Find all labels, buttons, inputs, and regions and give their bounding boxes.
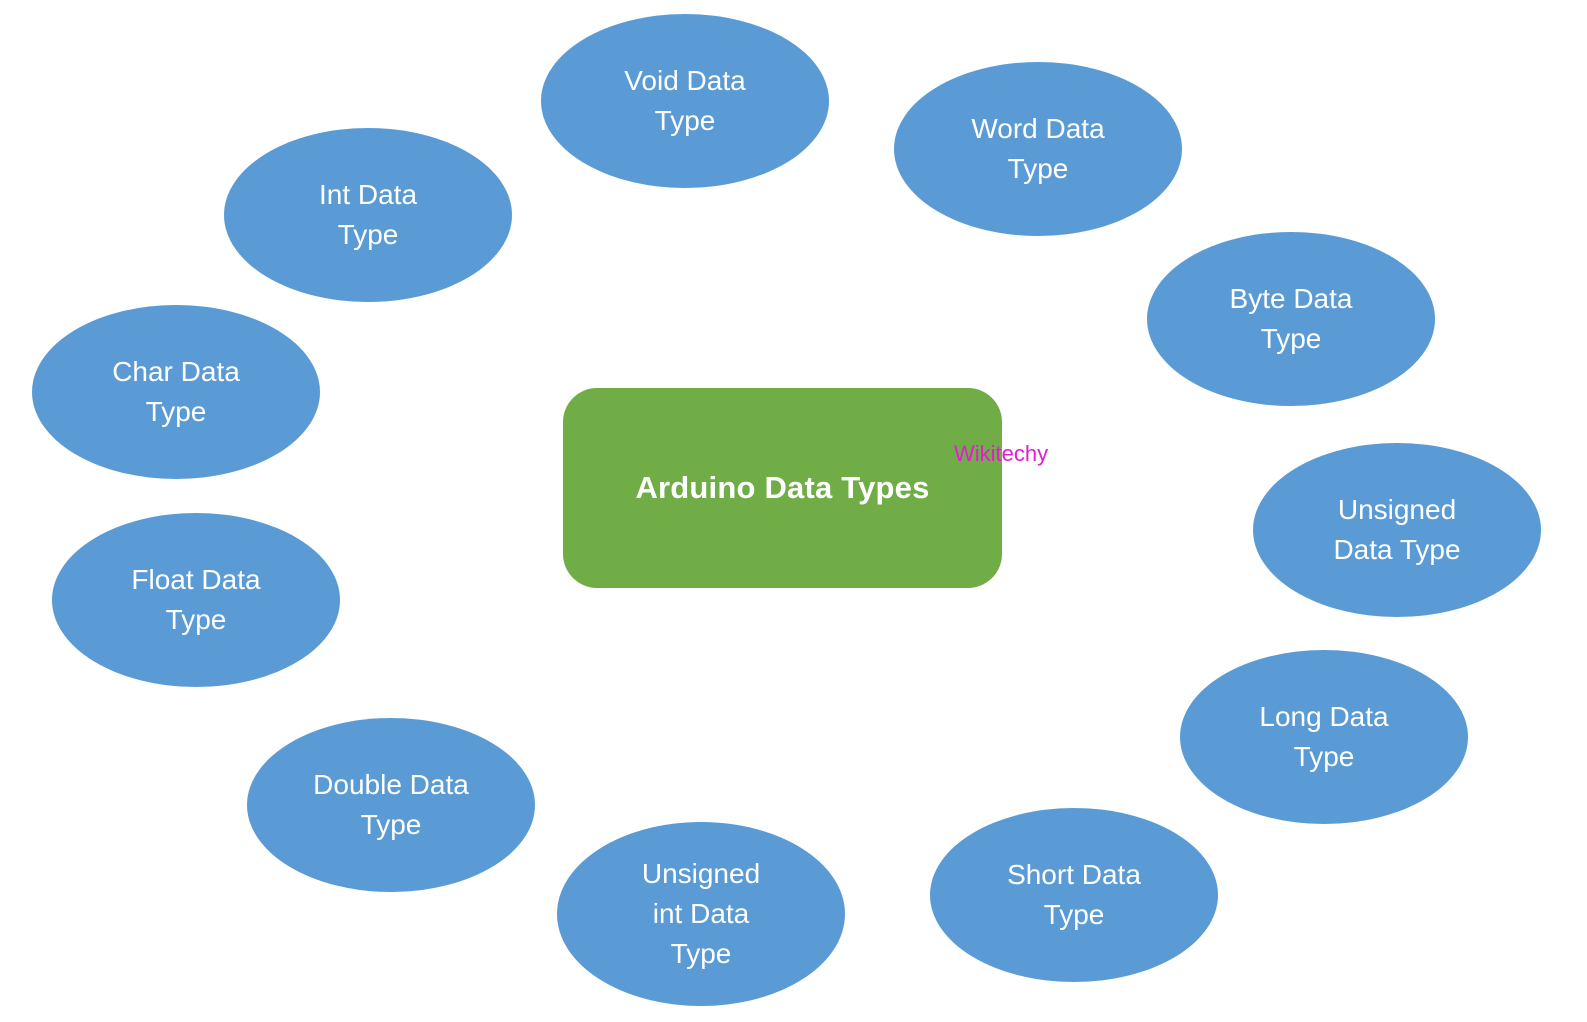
node-long-data-type[interactable]: Long Data Type xyxy=(1180,650,1468,824)
node-word-data-type[interactable]: Word Data Type xyxy=(894,62,1182,236)
center-node-label: Arduino Data Types xyxy=(635,470,930,506)
node-int-data-type[interactable]: Int Data Type xyxy=(224,128,512,302)
node-unsigned-int-data-type[interactable]: Unsigned int Data Type xyxy=(557,822,845,1006)
node-void-data-type[interactable]: Void Data Type xyxy=(541,14,829,188)
node-label: Byte Data Type xyxy=(1229,283,1353,354)
node-byte-data-type[interactable]: Byte Data Type xyxy=(1147,232,1435,406)
node-label: Unsigned int Data Type xyxy=(641,858,761,969)
node-label: Char Data Type xyxy=(112,356,240,427)
node-short-data-type[interactable]: Short Data Type xyxy=(930,808,1218,982)
node-char-data-type[interactable]: Char Data Type xyxy=(32,305,320,479)
node-label: Short Data Type xyxy=(1007,859,1141,930)
center-node-arduino-data-types[interactable]: Arduino Data Types xyxy=(563,388,1002,588)
node-double-data-type[interactable]: Double Data Type xyxy=(247,718,535,892)
node-unsigned-data-type[interactable]: Unsigned Data Type xyxy=(1253,443,1541,617)
node-label: Void Data Type xyxy=(624,65,746,136)
node-label: Int Data Type xyxy=(318,179,418,250)
node-label: Long Data Type xyxy=(1259,701,1389,772)
node-label: Float Data Type xyxy=(131,564,261,635)
node-label: Word Data Type xyxy=(971,113,1105,184)
node-float-data-type[interactable]: Float Data Type xyxy=(52,513,340,687)
node-label: Unsigned Data Type xyxy=(1333,494,1461,565)
node-label: Double Data Type xyxy=(313,769,469,840)
